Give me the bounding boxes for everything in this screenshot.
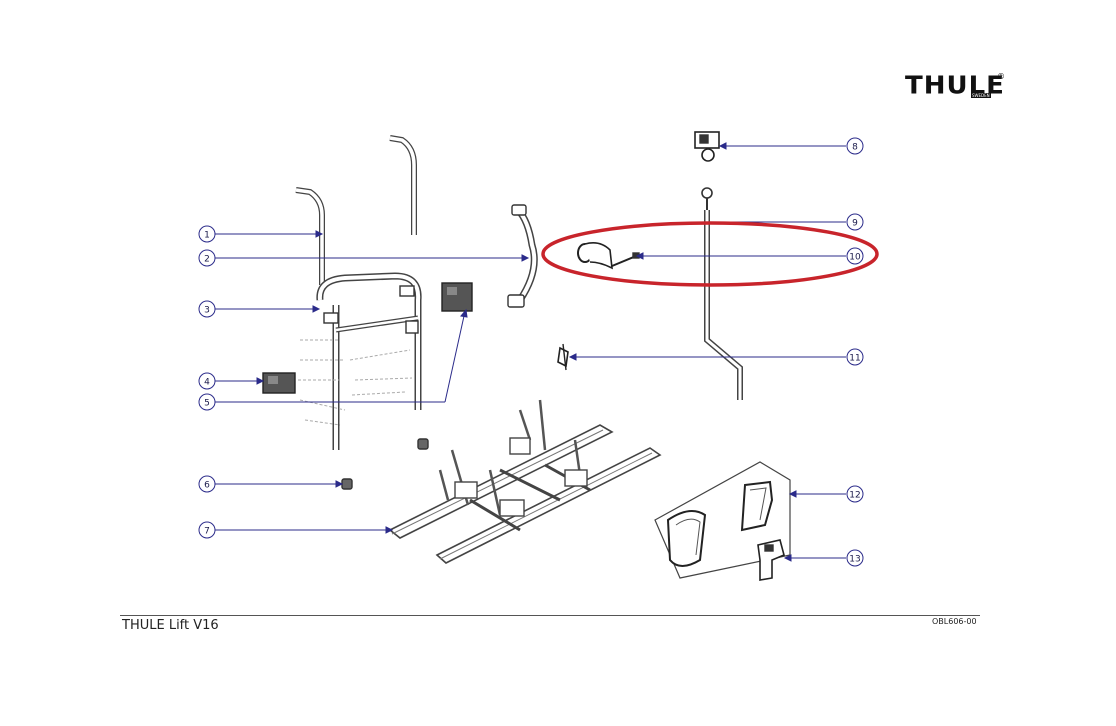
callout-11-label: 11 [849,354,860,364]
callout-4-label: 4 [204,378,210,388]
callout-8: 8 [846,137,864,155]
callout-8-label: 8 [852,143,858,153]
callout-10-label: 10 [849,253,861,263]
callout-2: 2 [198,249,216,267]
callout-1: 1 [198,225,216,243]
part-10-strap [577,242,640,270]
part-13-knob [757,539,785,581]
callout-12-label: 12 [849,491,860,501]
callout-12: 12 [846,485,864,503]
part-11-clip [557,343,569,371]
callout-2-label: 2 [204,255,210,265]
part-8-bracket [694,131,720,162]
logo-registered-mark: ® [997,72,1005,81]
part-9-rod [701,187,743,400]
parts-layer [262,131,791,581]
part-4-light [262,372,296,394]
callout-4: 4 [198,372,216,390]
part-7-rails [388,399,662,564]
callout-6-label: 6 [204,481,210,491]
part-5-light [441,282,473,312]
callout-3: 3 [198,300,216,318]
callout-10: 10 [846,247,864,265]
callout-13-label: 13 [849,555,860,565]
callout-7-label: 7 [204,527,210,537]
part-2-arm [507,204,538,308]
callout-markers: 1 2 3 4 5 6 7 8 [198,137,864,567]
callout-6: 6 [198,475,216,493]
part-1-tube [295,187,325,285]
logo-subtext: SWEDEN [971,93,991,98]
document-code: OBL606-00 [932,617,977,626]
document-title: THULE Lift V16 [122,618,219,633]
callout-5-label: 5 [204,399,210,409]
callout-5: 5 [198,393,216,411]
callout-3-label: 3 [204,306,210,316]
callout-1-label: 1 [204,231,210,241]
part-6-knob [341,478,353,490]
footer-rule [120,615,980,616]
drawing-sheet [75,48,1028,645]
part-2-tube [389,135,417,235]
callout-9-label: 9 [852,219,858,229]
highlight-ellipse [541,221,879,287]
part-12-13-group [654,461,791,579]
thule-logo: THULE SWEDEN ® [905,72,1005,102]
callout-9: 9 [846,213,864,231]
callout-13: 13 [846,549,864,567]
callout-11: 11 [846,348,864,366]
callout-7: 7 [198,521,216,539]
part-3-frame [298,272,422,450]
